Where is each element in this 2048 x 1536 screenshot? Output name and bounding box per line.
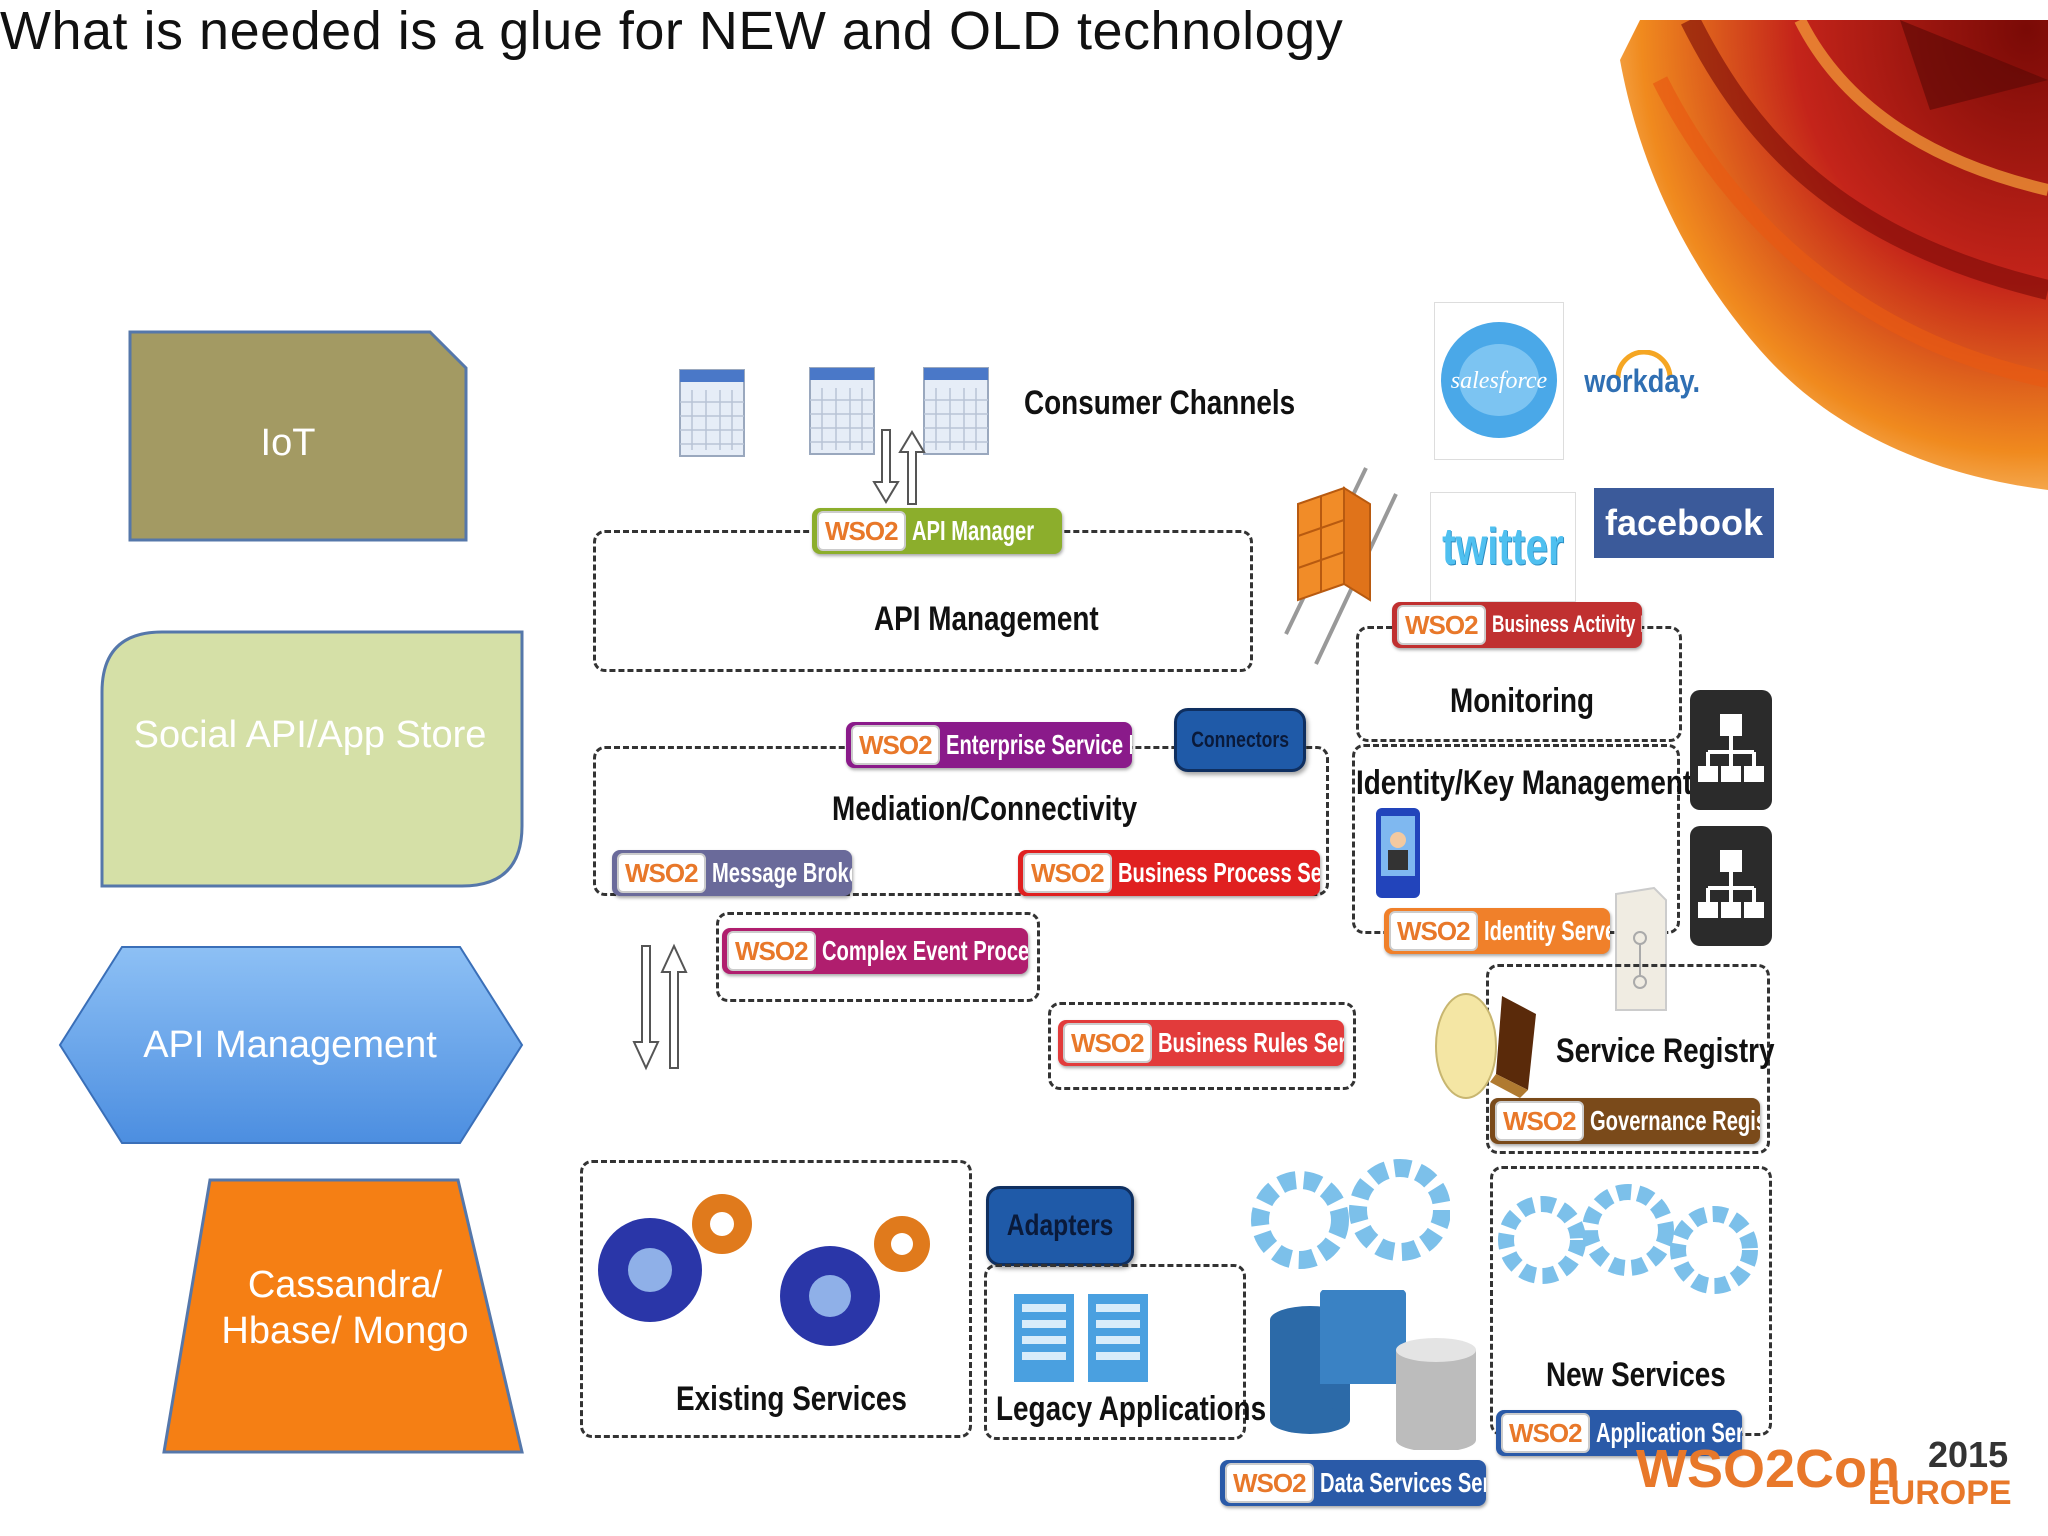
wso2con-logo: WSO2Con 2015 EUROPE bbox=[1636, 1434, 2012, 1514]
document-icon bbox=[1615, 886, 1667, 1011]
blue-gears-icon bbox=[1251, 1159, 1450, 1269]
app-server-label: Application Server bbox=[1595, 1417, 1742, 1448]
social-api-box bbox=[100, 630, 524, 888]
identity-server-label: Identity Server bbox=[1483, 915, 1610, 946]
wso2-logo: WSO2 bbox=[727, 931, 816, 971]
api-manager-badge[interactable]: WSO2 API Manager bbox=[812, 508, 1062, 554]
legacy-applications-label: Legacy Applications bbox=[996, 1390, 1267, 1428]
facebook-text: facebook bbox=[1604, 502, 1764, 543]
wso2-logo: WSO2 bbox=[1397, 605, 1486, 645]
network-icon bbox=[1690, 826, 1772, 946]
network-icon bbox=[1690, 690, 1772, 810]
dss-label: Data Services Server bbox=[1319, 1467, 1486, 1498]
legacy-applications-zone bbox=[984, 1264, 1246, 1440]
brs-zone bbox=[1048, 1002, 1356, 1090]
iot-box bbox=[128, 330, 468, 542]
iot-label: IoT bbox=[260, 422, 316, 464]
wso2-logo: WSO2 bbox=[1501, 1413, 1590, 1453]
adapters-button[interactable]: Adapters bbox=[986, 1186, 1134, 1266]
cep-zone bbox=[716, 912, 1040, 1002]
brs-badge[interactable]: WSO2 Business Rules Server bbox=[1058, 1020, 1344, 1066]
existing-services-zone bbox=[580, 1160, 972, 1438]
connectors-label: Connectors bbox=[1191, 727, 1289, 752]
twitter-logo: twitter bbox=[1430, 492, 1576, 602]
adapters-label: Adapters bbox=[1006, 1209, 1114, 1242]
monitoring-label: Monitoring bbox=[1450, 682, 1595, 720]
message-broker-label: Message Broker bbox=[711, 857, 852, 888]
facebook-logo: facebook bbox=[1594, 488, 1774, 558]
existing-services-label: Existing Services bbox=[676, 1380, 907, 1418]
wso2-logo: WSO2 bbox=[1389, 911, 1478, 951]
governance-registry-badge[interactable]: WSO2 Governance Registry bbox=[1490, 1098, 1760, 1144]
api-management-hexagon bbox=[58, 946, 524, 1144]
slide-title: What is needed is a glue for NEW and OLD… bbox=[0, 1, 1344, 61]
wso2-logo: WSO2 bbox=[1063, 1023, 1152, 1063]
social-api-label: Social API/App Store bbox=[133, 714, 487, 756]
workday-logo: workday. bbox=[1584, 302, 1700, 460]
wso2-logo: WSO2 bbox=[1495, 1101, 1584, 1141]
salesforce-logo: salesforce bbox=[1434, 302, 1564, 460]
message-broker-badge[interactable]: WSO2 Message Broker bbox=[612, 850, 852, 896]
salesforce-text: salesforce bbox=[1450, 367, 1548, 394]
bps-badge[interactable]: WSO2 Business Process Server bbox=[1018, 850, 1320, 896]
cep-badge[interactable]: WSO2 Complex Event Processor bbox=[722, 928, 1028, 974]
gears-icon bbox=[598, 1194, 930, 1346]
identity-label: Identity/Key Management.. bbox=[1356, 764, 1708, 802]
bam-badge[interactable]: WSO2 Business Activity Monitor bbox=[1392, 602, 1642, 648]
new-services-label: New Services bbox=[1546, 1356, 1726, 1394]
wso2con-region: EUROPE bbox=[1868, 1474, 2012, 1512]
legacy-apps-icon bbox=[1014, 1294, 1148, 1382]
registry-book-icon bbox=[1435, 993, 1536, 1099]
wso2-logo: WSO2 bbox=[817, 511, 906, 551]
firewall-icon bbox=[1284, 467, 1398, 665]
esb-badge[interactable]: WSO2 Enterprise Service Bus bbox=[846, 722, 1132, 768]
brs-label: Business Rules Server bbox=[1157, 1027, 1344, 1058]
mediation-label: Mediation/Connectivity bbox=[832, 790, 1138, 828]
wso2-logo: WSO2 bbox=[851, 725, 940, 765]
up-down-arrows-left bbox=[632, 943, 688, 1071]
twitter-text: twitter bbox=[1442, 518, 1564, 576]
bam-label: Business Activity Monitor bbox=[1491, 611, 1642, 638]
identity-server-badge[interactable]: WSO2 Identity Server bbox=[1384, 908, 1610, 954]
workday-text: workday. bbox=[1584, 362, 1700, 399]
api-manager-label: API Manager bbox=[911, 515, 1034, 546]
governance-registry-label: Governance Registry bbox=[1589, 1105, 1760, 1136]
storage-trapezoid bbox=[162, 1178, 524, 1454]
wso2con-year: 2015 bbox=[1928, 1434, 2009, 1475]
api-management-zone-label: API Management bbox=[874, 600, 1099, 638]
new-services-gears-icon bbox=[1498, 1184, 1758, 1294]
api-management-label: API Management bbox=[143, 1024, 437, 1066]
bps-label: Business Process Server bbox=[1117, 857, 1320, 888]
wso2-logo: WSO2 bbox=[617, 853, 706, 893]
dss-badge[interactable]: WSO2 Data Services Server bbox=[1220, 1460, 1486, 1506]
database-icon bbox=[1270, 1290, 1476, 1450]
service-registry-label: Service Registry bbox=[1556, 1032, 1775, 1070]
wso2-logo: WSO2 bbox=[1023, 853, 1112, 893]
esb-label: Enterprise Service Bus bbox=[945, 729, 1132, 760]
cep-label: Complex Event Processor bbox=[821, 935, 1028, 966]
storage-label: Cassandra/ Hbase/ Mongo bbox=[221, 1264, 469, 1352]
up-down-arrows-top bbox=[872, 429, 926, 505]
app-server-badge[interactable]: WSO2 Application Server bbox=[1496, 1410, 1742, 1456]
connectors-button[interactable]: Connectors bbox=[1174, 708, 1306, 772]
mobile-device-icon bbox=[1376, 808, 1420, 898]
consumer-channels-label: Consumer Channels bbox=[1024, 384, 1296, 422]
consumer-window-icons bbox=[679, 367, 989, 457]
wso2con-name: WSO2Con bbox=[1636, 1439, 1900, 1499]
wso2-logo: WSO2 bbox=[1225, 1463, 1314, 1503]
decorative-swirl bbox=[1620, 20, 2048, 490]
